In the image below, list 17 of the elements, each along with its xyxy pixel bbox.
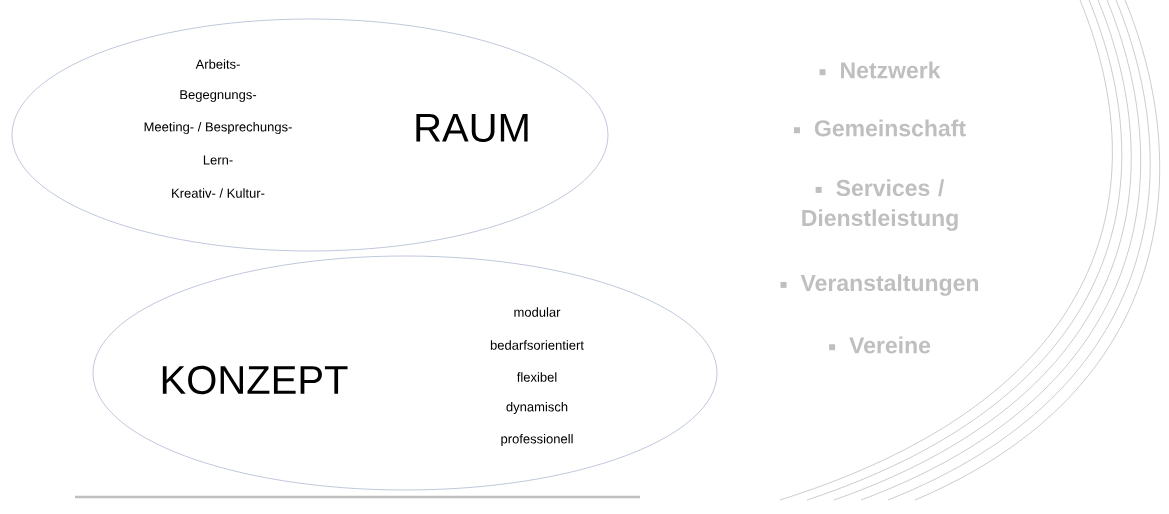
list-item: modular (514, 307, 561, 317)
bullet-item: Vereine (829, 336, 931, 354)
list-item: Kreativ- / Kultur- (172, 188, 265, 198)
list-item: flexibel (516, 372, 557, 382)
bullet-item: Veranstaltungen (780, 274, 979, 296)
list-item: Begegnungs- (180, 90, 257, 102)
heading: KONZEPT (162, 365, 348, 395)
heading: RAUM (416, 114, 528, 142)
list-item: dynamisch (506, 401, 568, 415)
bullet-item: Services / Dienstleistung (802, 179, 958, 231)
list-item: Lern- (203, 155, 233, 165)
list-item: Arbeits- (195, 59, 240, 69)
bullet-item: Gemeinschaft (793, 119, 966, 137)
list-item: Meeting- / Besprechungs- (144, 121, 292, 135)
list-item: bedarfsorientiert (490, 340, 584, 350)
bullet-item: Netzwerk (819, 61, 941, 79)
list-item: professionell (501, 433, 573, 447)
